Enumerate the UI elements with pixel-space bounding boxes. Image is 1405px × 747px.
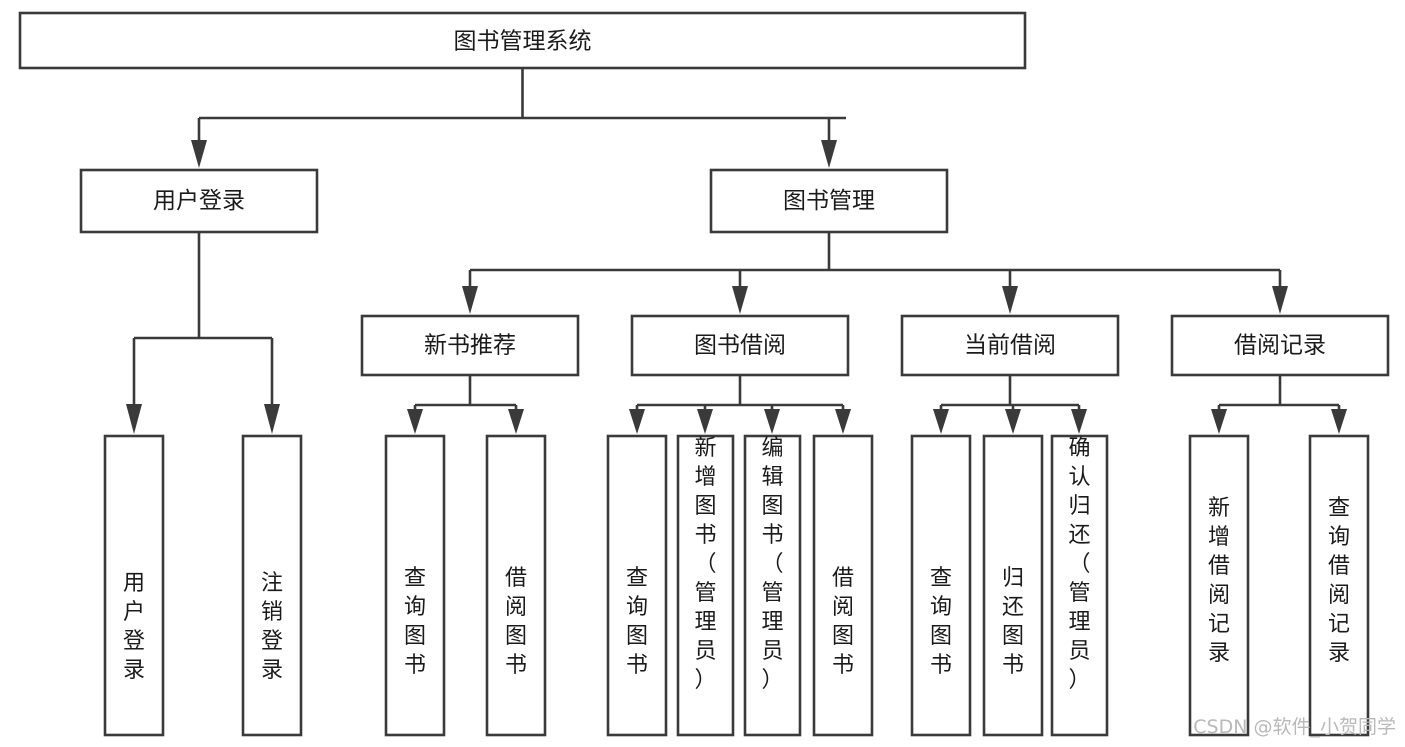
node-leaf-return-book[interactable]: 归还图书 bbox=[982, 434, 1044, 737]
arrow-to-leaf-query-book-cur bbox=[933, 409, 949, 434]
node-book-manage-label: 图书管理 bbox=[783, 188, 875, 214]
node-leaf-query-book-rec-label: 查询图书 bbox=[404, 566, 426, 678]
node-leaf-user-login[interactable]: 用户登录 bbox=[103, 434, 165, 737]
arrow-to-leaf-logout bbox=[264, 404, 280, 434]
node-current-borrow[interactable]: 当前借阅 bbox=[900, 314, 1120, 377]
node-leaf-query-book-rec-rect[interactable] bbox=[384, 434, 446, 737]
node-leaf-user-login-label: 用户登录 bbox=[123, 571, 145, 683]
node-leaf-edit-book[interactable]: 编辑图书（管理员） bbox=[743, 434, 802, 737]
node-leaf-query-record-label: 查询借阅记录 bbox=[1328, 496, 1350, 666]
watermark-label: CSDN @软件_小贺同学 bbox=[1193, 716, 1396, 738]
arrow-to-leaf-confirm-return bbox=[1071, 409, 1087, 434]
arrow-to-leaf-add-book bbox=[697, 409, 713, 434]
node-borrow-record-rect[interactable] bbox=[1170, 314, 1390, 377]
diagram-nodes: 图书管理系统 用户登录 图书管理 新书推荐 图书借阅 当前 bbox=[18, 11, 1390, 737]
arrow-to-leaf-borrow-book-rec bbox=[508, 409, 524, 434]
node-current-borrow-label: 当前借阅 bbox=[964, 333, 1056, 359]
node-borrow-record[interactable]: 借阅记录 bbox=[1170, 314, 1390, 377]
node-user-login[interactable]: 用户登录 bbox=[79, 168, 319, 234]
node-leaf-query-book-borrow-rect[interactable] bbox=[606, 434, 668, 737]
node-leaf-confirm-return-rect[interactable] bbox=[1050, 434, 1109, 737]
arrow-to-book-borrow bbox=[732, 286, 748, 314]
arrow-to-user-login bbox=[191, 140, 207, 168]
node-leaf-edit-book-rect[interactable] bbox=[743, 434, 802, 737]
node-leaf-query-record[interactable]: 查询借阅记录 bbox=[1308, 434, 1370, 737]
node-leaf-confirm-return-label: 确认归还（管理员） bbox=[1068, 436, 1090, 693]
node-new-book-recommend[interactable]: 新书推荐 bbox=[360, 314, 580, 377]
node-leaf-logout-label: 注销登录 bbox=[261, 571, 283, 683]
node-leaf-query-book-rec[interactable]: 查询图书 bbox=[384, 434, 446, 737]
arrow-to-leaf-return-book bbox=[1005, 409, 1021, 434]
node-leaf-add-book-rect[interactable] bbox=[676, 434, 735, 737]
arrow-to-leaf-query-book-borrow bbox=[629, 409, 645, 434]
arrow-to-current-borrow bbox=[1002, 286, 1018, 314]
arrow-to-book-manage bbox=[821, 140, 837, 168]
node-leaf-borrow-book[interactable]: 借阅图书 bbox=[812, 434, 874, 737]
node-user-login-label: 用户登录 bbox=[153, 188, 245, 214]
node-new-book-recommend-label: 新书推荐 bbox=[424, 333, 516, 359]
node-book-borrow-rect[interactable] bbox=[630, 314, 850, 377]
node-leaf-query-record-rect[interactable] bbox=[1308, 434, 1370, 737]
node-leaf-logout-rect[interactable] bbox=[241, 434, 303, 737]
node-leaf-edit-book-label: 编辑图书（管理员） bbox=[761, 436, 783, 693]
arrow-to-borrow-record bbox=[1272, 286, 1288, 314]
node-leaf-return-book-rect[interactable] bbox=[982, 434, 1044, 737]
node-root-label: 图书管理系统 bbox=[454, 29, 592, 55]
node-book-manage[interactable]: 图书管理 bbox=[709, 168, 949, 234]
node-leaf-borrow-book-rec[interactable]: 借阅图书 bbox=[485, 434, 547, 737]
node-leaf-borrow-book-rect[interactable] bbox=[812, 434, 874, 737]
node-leaf-query-book-borrow-label: 查询图书 bbox=[626, 566, 648, 678]
connector-lines bbox=[126, 68, 1347, 434]
arrow-to-leaf-borrow-book bbox=[835, 409, 851, 434]
node-leaf-return-book-label: 归还图书 bbox=[1002, 566, 1024, 678]
node-current-borrow-rect[interactable] bbox=[900, 314, 1120, 377]
node-user-login-rect[interactable] bbox=[79, 168, 319, 234]
node-leaf-confirm-return[interactable]: 确认归还（管理员） bbox=[1050, 434, 1109, 737]
node-leaf-add-record-label: 新增借阅记录 bbox=[1208, 496, 1230, 666]
arrow-to-new-book-recommend bbox=[462, 286, 478, 314]
node-leaf-user-login-rect[interactable] bbox=[103, 434, 165, 737]
node-leaf-query-book-cur-rect[interactable] bbox=[910, 434, 972, 737]
node-root[interactable]: 图书管理系统 bbox=[18, 11, 1027, 70]
node-new-book-recommend-rect[interactable] bbox=[360, 314, 580, 377]
arrow-to-leaf-user-login bbox=[126, 404, 142, 434]
node-leaf-add-book-label: 新增图书（管理员） bbox=[694, 436, 716, 693]
node-book-borrow-label: 图书借阅 bbox=[694, 333, 786, 359]
node-leaf-add-record[interactable]: 新增借阅记录 bbox=[1188, 434, 1250, 737]
node-leaf-query-book-cur-label: 查询图书 bbox=[930, 566, 952, 678]
node-root-rect[interactable] bbox=[18, 11, 1027, 70]
node-leaf-borrow-book-rec-rect[interactable] bbox=[485, 434, 547, 737]
node-leaf-borrow-book-rec-label: 借阅图书 bbox=[505, 566, 527, 678]
arrow-to-leaf-edit-book bbox=[764, 409, 780, 434]
node-leaf-query-book-borrow[interactable]: 查询图书 bbox=[606, 434, 668, 737]
node-borrow-record-label: 借阅记录 bbox=[1234, 333, 1326, 359]
node-leaf-query-book-cur[interactable]: 查询图书 bbox=[910, 434, 972, 737]
node-book-borrow[interactable]: 图书借阅 bbox=[630, 314, 850, 377]
node-leaf-add-record-rect[interactable] bbox=[1188, 434, 1250, 737]
node-book-manage-rect[interactable] bbox=[709, 168, 949, 234]
node-leaf-borrow-book-label: 借阅图书 bbox=[832, 566, 854, 678]
node-leaf-add-book[interactable]: 新增图书（管理员） bbox=[676, 434, 735, 737]
arrow-to-leaf-query-record bbox=[1331, 409, 1347, 434]
arrow-to-leaf-query-book-rec bbox=[407, 409, 423, 434]
arrow-to-leaf-add-record bbox=[1211, 409, 1227, 434]
node-leaf-logout[interactable]: 注销登录 bbox=[241, 434, 303, 737]
